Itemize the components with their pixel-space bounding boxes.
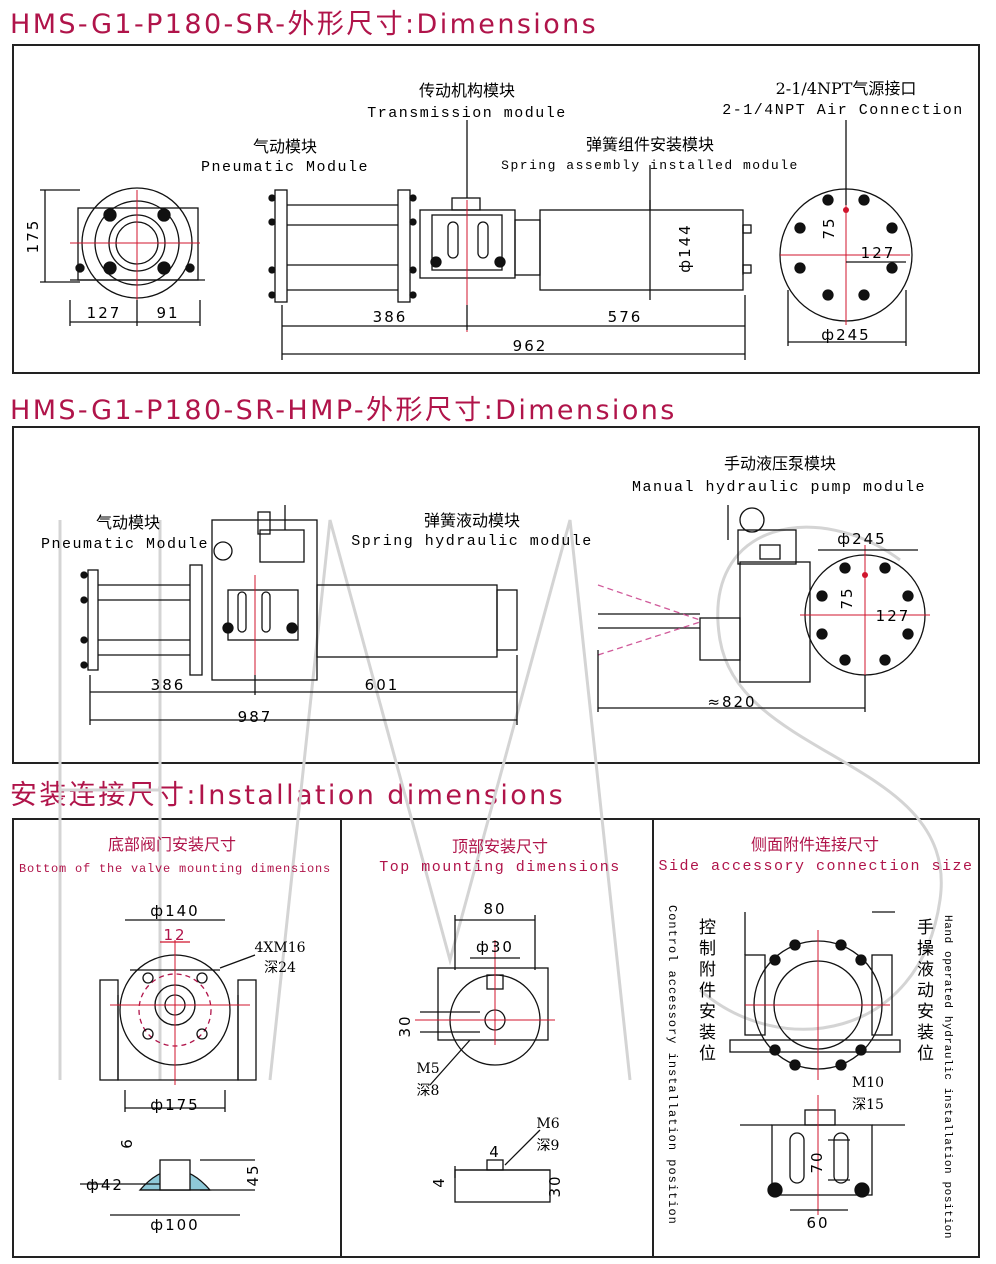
side-right-cn: 手操液动安装位 [913,918,934,1065]
side-left-cn: 控制附件安装位 [695,918,716,1065]
side-view [729,911,905,1215]
label-spring-en: Spring assembly installed module [501,158,799,173]
dim-30: 30 [396,1014,414,1037]
label2-spring-en: Spring hydraulic module [351,533,593,550]
section-title-installation: 安装连接尺寸:Installation dimensions [10,780,566,811]
dim-70: 70 [808,1150,826,1173]
side-view-main [268,120,752,360]
dim-80: 80 [483,900,506,918]
dim-4-top: 4 [489,1143,501,1161]
end-view-left [40,187,205,326]
dim-175: 175 [24,219,42,254]
label-transmission-en: Transmission module [367,105,567,122]
side-title-en: Side accessory connection size [658,858,973,875]
dim-phi245: ф245 [821,326,870,344]
hms-watermark [58,519,943,1081]
label2-pneumatic-cn: 气动模块 [96,513,160,532]
section-title-dimensions: HMS-G1-P180-SR-外形尺寸:Dimensions [10,9,599,40]
label-pneumatic-en: Pneumatic Module [201,159,369,176]
top-title-cn: 顶部安装尺寸 [452,837,548,856]
label2-pneumatic-en: Pneumatic Module [41,536,209,553]
dim-m10: M10 [852,1075,884,1091]
end-view-right [779,120,913,346]
dim-depth8: 深8 [417,1083,440,1099]
dim-phi30: ф30 [476,938,514,956]
dim2-phi245: ф245 [837,530,886,548]
dim-thread-4xm16: 4XM16 [254,940,305,956]
dim-962: 962 [513,337,548,355]
label-air-connection-cn: 2-1/4NPT气源接口 [776,79,917,98]
dim-phi140: ф140 [150,902,199,920]
top-view [415,915,555,1203]
dim2-820: ≈820 [707,693,756,711]
dim-127-left: 127 [87,304,122,322]
bottom-view [80,919,257,1216]
dim-phi42: ф42 [86,1176,124,1194]
label2-pump-cn: 手动液压泵模块 [724,454,836,473]
top-title-en: Top mounting dimensions [379,859,621,876]
dim2-75: 75 [838,586,856,609]
dim-45: 45 [244,1163,262,1186]
panel-dimensions [12,44,980,374]
dim2-127: 127 [876,607,911,625]
dim-91: 91 [156,304,179,322]
dim-phi175: ф175 [150,1096,199,1114]
dim-576: 576 [608,308,643,326]
dim-60: 60 [806,1214,829,1232]
side-title-cn: 侧面附件连接尺寸 [751,835,879,854]
dim-127-right: 127 [861,244,896,262]
section-title-hmp-dimensions: HMS-G1-P180-SR-HMP-外形尺寸:Dimensions [10,395,677,426]
bottom-title-en: Bottom of the valve mounting dimensions [19,862,331,876]
label-transmission-cn: 传动机构模块 [419,81,515,100]
side-right-en: Hand operated hydraulic installation pos… [941,915,953,1239]
dim-4-side: 4 [430,1176,448,1188]
dim-depth15: 深15 [852,1097,884,1113]
section2-drawing [80,505,930,725]
label-spring-cn: 弹簧组件安装模块 [586,135,714,154]
dim-386: 386 [373,308,408,326]
dim-12: 12 [163,926,186,944]
dim-75: 75 [820,216,838,239]
dim-phi100: ф100 [150,1216,199,1234]
panel-top-mounting [340,818,654,1258]
bottom-title-cn: 底部阀门安装尺寸 [108,835,236,854]
dim-6: 6 [118,1137,136,1149]
side-left-en: Control accessory installation position [665,905,679,1225]
dim-depth9: 深9 [537,1138,560,1154]
dim2-987: 987 [238,708,273,726]
dim-30-lower: 30 [546,1174,564,1197]
section1-drawing [40,120,913,360]
dim2-601: 601 [365,676,400,694]
dim-m6: M6 [536,1116,559,1132]
label-pneumatic-cn: 气动模块 [253,137,317,156]
dim-phi144: ф144 [676,223,694,272]
label2-pump-en: Manual hydraulic pump module [632,479,926,496]
label-air-connection-en: 2-1/4NPT Air Connection [722,102,964,119]
dim2-386: 386 [151,676,186,694]
dim-depth24: 深24 [264,960,296,976]
label2-spring-cn: 弹簧液动模块 [424,511,520,530]
dim-m5: M5 [416,1061,439,1077]
panel-side-accessory [652,818,980,1258]
